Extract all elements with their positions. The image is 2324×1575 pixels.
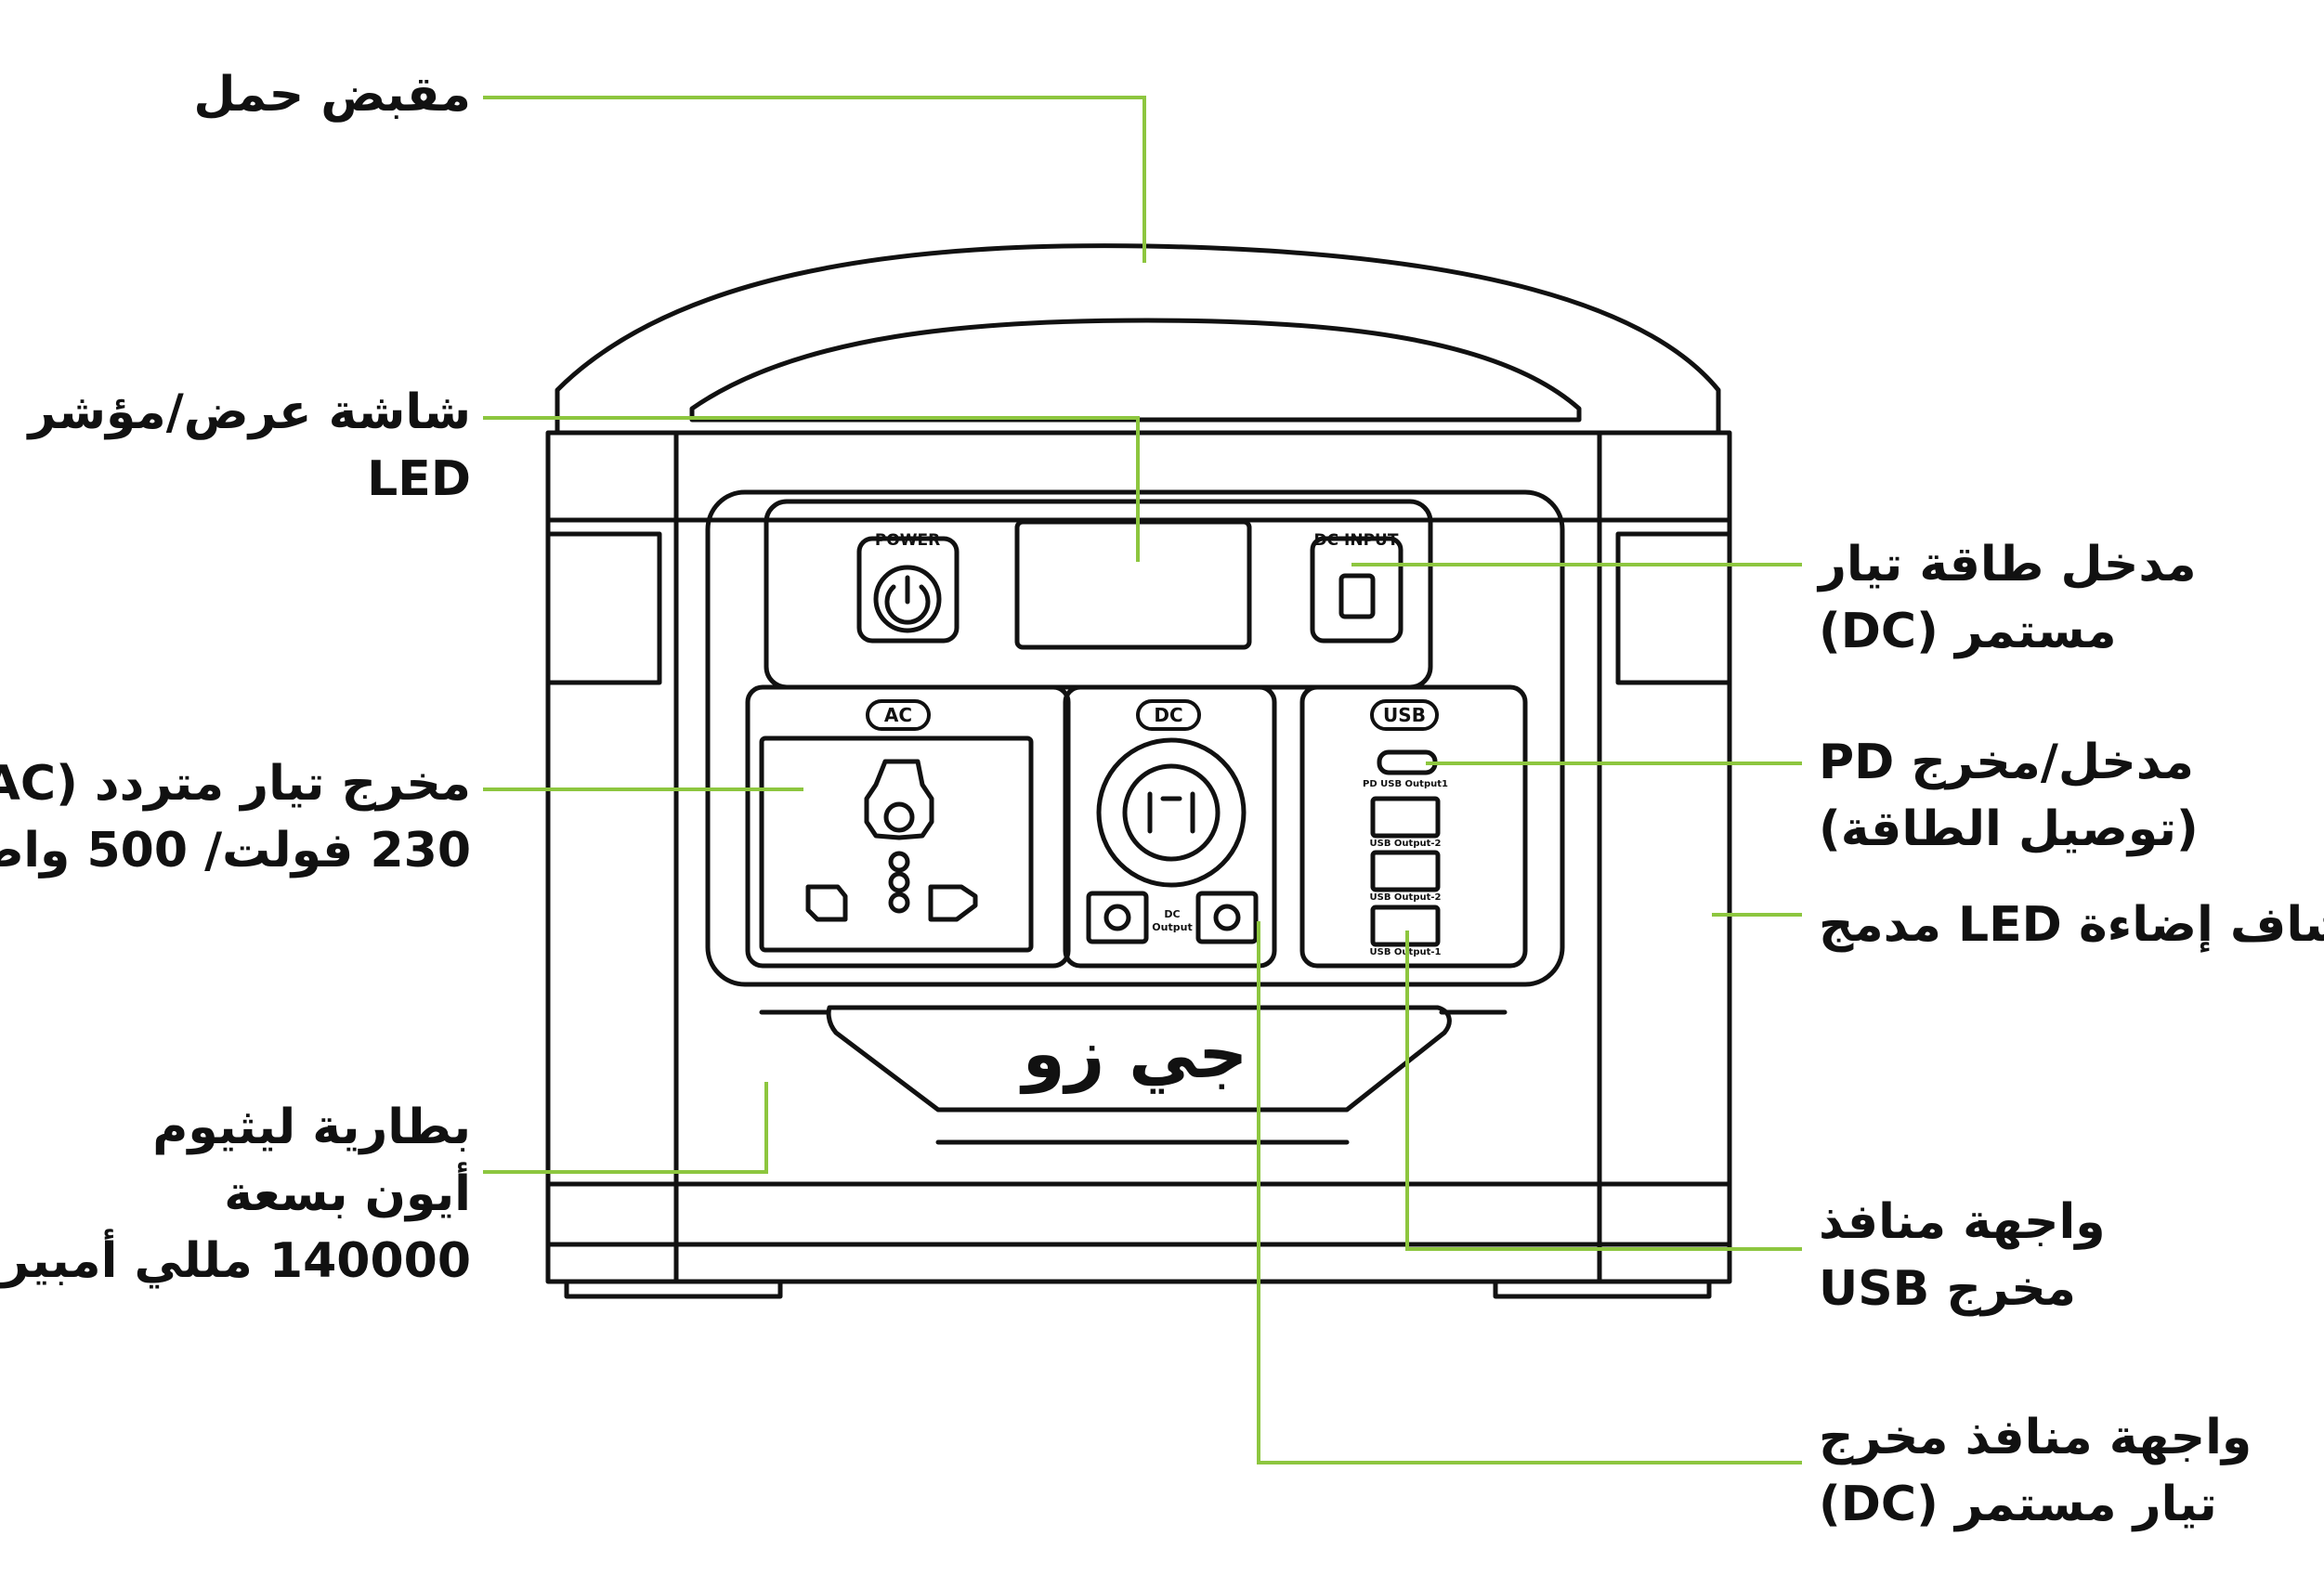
top-control-row: [764, 499, 1433, 690]
dc-output-port-2[interactable]: [1195, 891, 1259, 944]
label-dc-output: واجهة منافذ مخرج تيار مستمر (DC): [1819, 1410, 2252, 1532]
usb-port-label-2: USB Output-2: [1370, 892, 1442, 903]
brand-name: جي زو: [1019, 1014, 1248, 1095]
dc-tag: [1136, 699, 1201, 731]
dc-output-label-2: Output: [1152, 921, 1192, 933]
led-display: [1014, 519, 1252, 650]
label-ac-output: مخرج تيار متردد (AC) 230 فولت/ 500 واط: [0, 756, 471, 879]
dc-output-port-1[interactable]: [1086, 891, 1149, 944]
leader-battery: [483, 1082, 768, 1174]
foot-right: [1493, 1279, 1712, 1299]
foot-left: [564, 1279, 783, 1299]
usb-a-port-1[interactable]: [1370, 796, 1441, 839]
carry-handle: [555, 243, 1721, 436]
usb-a-port-2[interactable]: [1370, 850, 1441, 892]
leader-lines: [483, 96, 1802, 1464]
handle-grip: [689, 318, 1582, 423]
ac-module: [745, 684, 1071, 969]
car-socket[interactable]: [1096, 737, 1247, 888]
label-flashlight: كشاف إضاءة LED مدمج: [1819, 897, 2324, 953]
dc-tag-text: DC: [1154, 704, 1182, 726]
leader-usb: [1405, 931, 1802, 1251]
usb-port-label-1: USB Output-2: [1370, 839, 1442, 849]
side-grip-right: [1615, 531, 1732, 685]
usb-tag-text: USB: [1383, 704, 1426, 726]
side-grip-left: [545, 531, 662, 685]
ac-socket-universal: [864, 759, 934, 840]
front-panel: [705, 489, 1565, 987]
usb-tag: [1370, 699, 1439, 731]
ac-tag: [866, 699, 931, 731]
label-pd: مدخل/مخرج PD (توصيل الطاقة): [1819, 735, 2199, 857]
label-dc-input: مدخل طاقة تيار مستمر (DC): [1819, 537, 2197, 659]
leader-dc-output: [1257, 921, 1802, 1464]
label-battery: بطارية ليثيوم أيون بسعة 140000 مللي أمبي…: [1, 1100, 471, 1289]
power-button[interactable]: [856, 536, 960, 644]
dc-input-jack: [1338, 573, 1376, 619]
ac-socket-right-pin: [928, 884, 978, 922]
power-icon: [884, 575, 931, 625]
dc-input-label: DC INPUT: [1314, 531, 1399, 550]
ac-tag-text: AC: [884, 704, 912, 726]
usb-module: [1299, 684, 1528, 969]
power-label: POWER: [875, 531, 940, 550]
dc-module: [1063, 684, 1277, 969]
leader-handle: [483, 96, 1146, 263]
label-usb: واجهة منافذ مخرج USB: [1819, 1194, 2106, 1317]
device-body: [545, 517, 1732, 1247]
label-handle: مقبض حمل: [193, 67, 471, 123]
label-display: شاشة عرض/مؤشر LED: [28, 384, 471, 507]
dc-input-port-frame: [1310, 536, 1404, 644]
pd-port-label: PD USB Output1: [1363, 779, 1448, 789]
ac-socket-left-pin: [805, 884, 848, 922]
base-band: [545, 1181, 1732, 1284]
dc-output-label-1: DC: [1164, 908, 1180, 920]
leader-display: [483, 416, 1140, 562]
